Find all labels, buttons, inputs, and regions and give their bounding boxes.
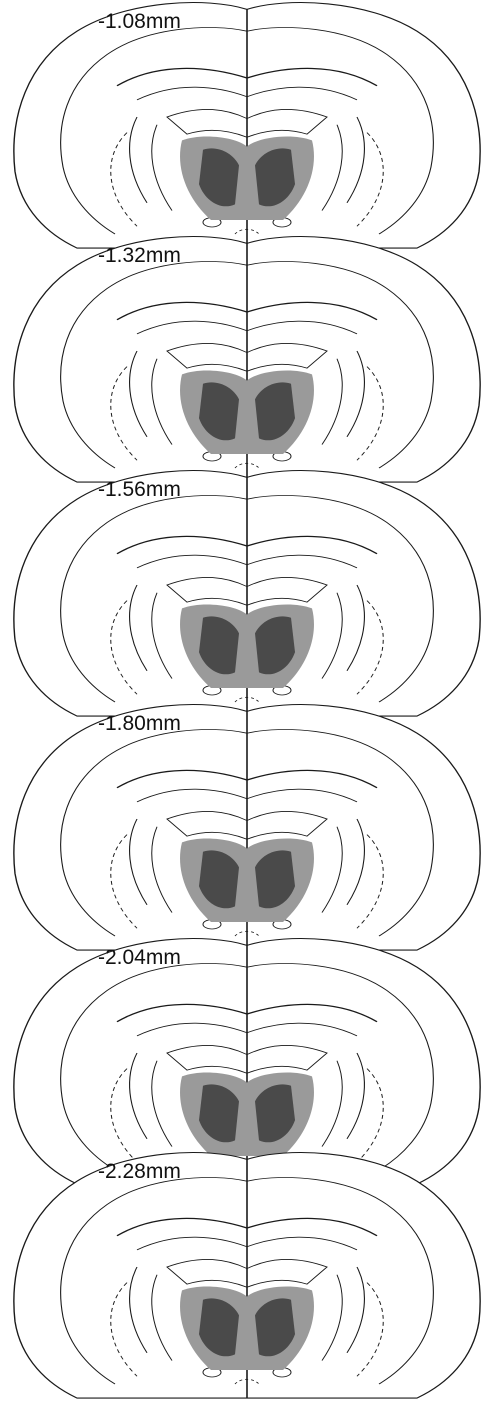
section-label-6: -2.28mm [98,1160,181,1184]
section-label-1: -1.08mm [98,10,181,34]
section-1 [14,3,480,249]
section-label-5: -2.04mm [98,946,181,970]
section-2 [14,237,480,483]
section-3 [14,471,480,717]
section-6 [14,1153,480,1399]
section-label-3: -1.56mm [98,478,181,502]
section-4 [14,705,480,951]
section-label-4: -1.80mm [98,712,181,736]
section-label-2: -1.32mm [98,244,181,268]
section-5 [14,939,480,1185]
